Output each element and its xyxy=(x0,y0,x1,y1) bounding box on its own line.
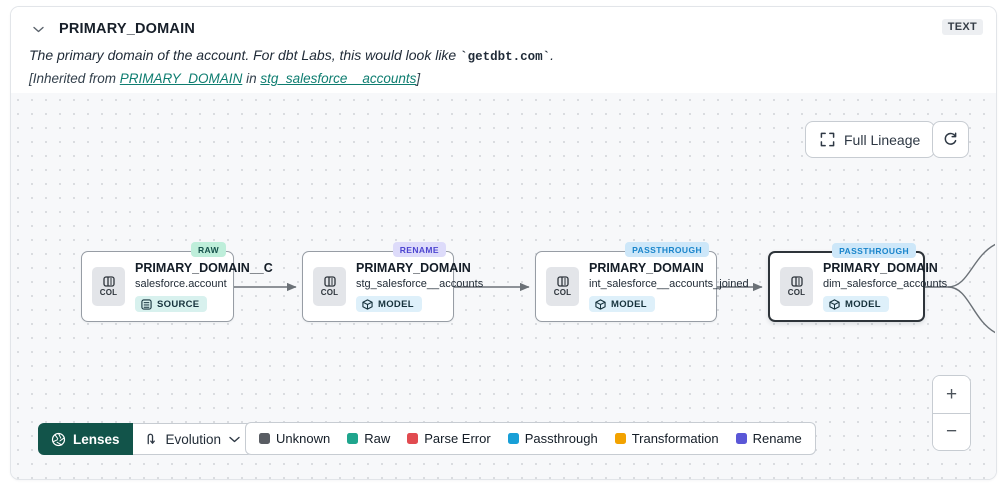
node-text: PRIMARY_DOMAIN__C salesforce.account SOU… xyxy=(135,261,273,313)
legend-label: Transformation xyxy=(631,431,719,446)
node-model-name: int_salesforce__accounts_joined xyxy=(589,278,749,291)
legend-item: Passthrough xyxy=(507,431,598,446)
legend-item: Transformation xyxy=(614,431,719,446)
lineage-node-intermediate[interactable]: PASSTHROUGH COL PRIMARY_DOMAIN int_sales… xyxy=(535,242,749,322)
legend-swatch-unknown xyxy=(259,433,270,444)
column-chip: COL xyxy=(546,267,579,306)
column-type-badge: TEXT xyxy=(941,19,983,35)
legend-label: Raw xyxy=(364,431,391,446)
title-row: PRIMARY_DOMAIN xyxy=(29,20,980,38)
column-chip: COL xyxy=(92,267,125,306)
col-chip-label: COL xyxy=(320,288,339,297)
collapse-chevron-icon[interactable] xyxy=(29,20,47,38)
lens-selected-value: Evolution xyxy=(165,431,222,447)
lineage-node-dim-selected[interactable]: PASSTHROUGH COL PRIMARY_DOMAIN dim_sales… xyxy=(768,243,947,322)
node-model-name: salesforce.account xyxy=(135,278,227,291)
inherited-model-link[interactable]: stg_salesforce__accounts xyxy=(260,71,417,86)
chevron-down-icon xyxy=(229,436,240,442)
column-description: The primary domain of the account. For d… xyxy=(29,47,980,64)
column-chip: COL xyxy=(313,267,346,306)
inherited-prefix: [Inherited from xyxy=(29,71,120,86)
resource-type-badge: MODEL xyxy=(589,296,655,313)
legend-swatch-rename xyxy=(735,433,747,444)
model-icon xyxy=(829,299,840,310)
resource-label: MODEL xyxy=(611,298,647,310)
node-model-name: dim_salesforce_accounts xyxy=(823,278,948,291)
inherited-middle: in xyxy=(242,71,261,86)
full-lineage-button[interactable]: Full Lineage xyxy=(805,121,936,158)
zoom-in-button[interactable]: + xyxy=(933,376,970,413)
legend-label: Passthrough xyxy=(524,431,598,446)
legend-item: Raw xyxy=(347,431,390,446)
refresh-button[interactable] xyxy=(932,121,969,158)
node-column-name: PRIMARY_DOMAIN xyxy=(823,260,938,275)
legend-item: Unknown xyxy=(259,431,330,446)
node-text: PRIMARY_DOMAIN int_salesforce__accounts_… xyxy=(589,261,749,313)
lineage-panel: PRIMARY_DOMAIN TEXT The primary domain o… xyxy=(10,6,997,480)
column-icon xyxy=(102,276,115,287)
legend-label: Rename xyxy=(752,431,802,446)
col-chip-label: COL xyxy=(787,288,806,297)
expand-icon xyxy=(820,132,835,147)
resource-type-badge: MODEL xyxy=(356,296,422,313)
column-icon xyxy=(790,276,803,287)
lineage-canvas[interactable]: Full Lineage RAW COL PRIMARY_DOMAIN__C s… xyxy=(11,93,996,479)
lenses-label: Lenses xyxy=(73,431,120,447)
inherited-note: [Inherited from PRIMARY_DOMAIN in stg_sa… xyxy=(29,71,980,86)
col-chip-label: COL xyxy=(553,288,572,297)
lenses-control: Lenses Evolution xyxy=(38,423,254,455)
resource-label: MODEL xyxy=(378,298,414,310)
zoom-control: + − xyxy=(932,375,971,451)
model-icon xyxy=(595,299,606,310)
legend-item: Parse Error xyxy=(407,431,491,446)
legend-item: Rename xyxy=(735,431,802,446)
resource-type-badge: SOURCE xyxy=(135,296,208,313)
node-column-name: PRIMARY_DOMAIN xyxy=(589,260,704,275)
resource-label: SOURCE xyxy=(157,298,200,310)
description-text: The primary domain of the account. For d… xyxy=(29,47,461,63)
status-badge: PASSTHROUGH xyxy=(625,242,709,257)
source-icon xyxy=(141,299,152,310)
lens-dropdown[interactable]: Evolution xyxy=(132,423,254,455)
column-chip: COL xyxy=(780,267,813,306)
status-badge: RENAME xyxy=(392,242,446,257)
status-badge: PASSTHROUGH xyxy=(832,243,916,258)
legend-label: Parse Error xyxy=(424,431,491,446)
lineage-node-source[interactable]: RAW COL PRIMARY_DOMAIN__C salesforce.acc… xyxy=(81,242,273,322)
resource-label: MODEL xyxy=(845,298,881,310)
page-title: PRIMARY_DOMAIN xyxy=(59,21,195,37)
legend-swatch-passthrough xyxy=(507,433,519,444)
evolution-legend: Unknown Raw Parse Error Passthrough Tran… xyxy=(245,422,816,455)
node-text: PRIMARY_DOMAIN dim_salesforce_accounts M… xyxy=(823,261,947,313)
aperture-icon xyxy=(51,432,66,446)
node-column-name: PRIMARY_DOMAIN xyxy=(356,260,471,275)
legend-swatch-raw xyxy=(347,433,359,444)
description-code: `getdbt.com` xyxy=(460,50,551,64)
inherited-column-link[interactable]: PRIMARY_DOMAIN xyxy=(119,71,243,86)
lineage-node-staging[interactable]: RENAME COL PRIMARY_DOMAIN stg_salesforce… xyxy=(302,242,483,322)
node-text: PRIMARY_DOMAIN stg_salesforce__accounts … xyxy=(356,261,483,313)
legend-swatch-parse-error xyxy=(407,433,419,444)
refresh-icon xyxy=(942,131,959,148)
node-column-name: PRIMARY_DOMAIN__C xyxy=(135,260,273,275)
status-badge: RAW xyxy=(190,242,226,257)
description-suffix: . xyxy=(550,47,555,63)
resource-type-badge: MODEL xyxy=(823,296,889,313)
full-lineage-label: Full Lineage xyxy=(844,131,921,148)
node-model-name: stg_salesforce__accounts xyxy=(356,278,484,291)
legend-swatch-transformation xyxy=(614,433,626,444)
legend-label: Unknown xyxy=(276,431,331,446)
lenses-button[interactable]: Lenses xyxy=(38,423,133,455)
column-icon xyxy=(323,276,336,287)
model-icon xyxy=(362,299,373,310)
col-chip-label: COL xyxy=(99,288,118,297)
zoom-out-button[interactable]: − xyxy=(933,413,970,450)
evolution-icon xyxy=(147,433,155,445)
column-header: PRIMARY_DOMAIN TEXT The primary domain o… xyxy=(11,7,996,93)
column-icon xyxy=(556,276,569,287)
inherited-suffix: ] xyxy=(416,71,421,86)
